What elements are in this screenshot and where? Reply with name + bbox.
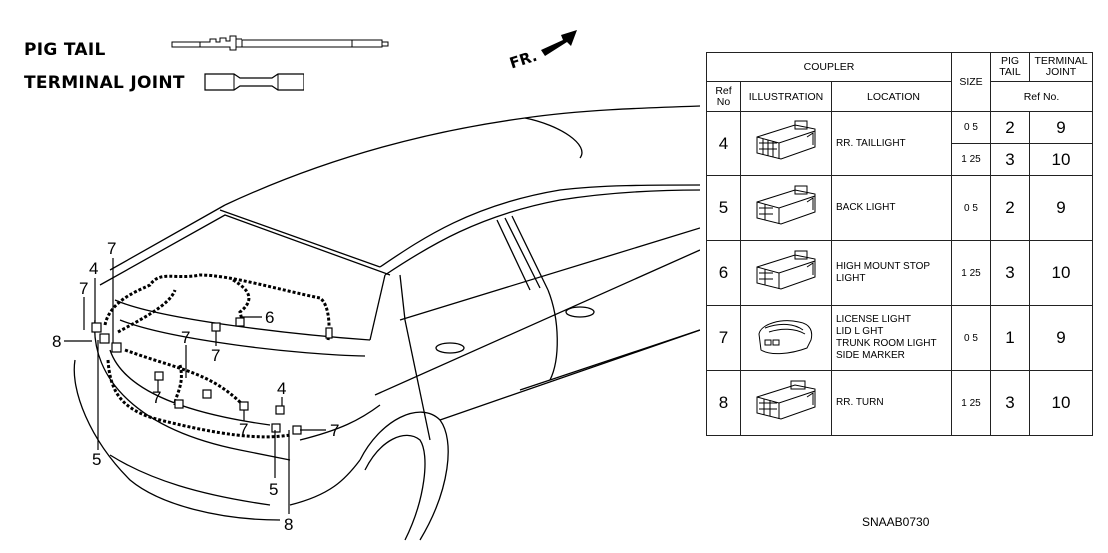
terminal-joint-ref: 9	[1029, 111, 1093, 144]
terminal-joint-icon	[204, 73, 304, 91]
location-text: RR. TAILLIGHT	[831, 111, 952, 176]
terminal-joint-ref: 10	[1029, 143, 1093, 176]
table-row: 5 BACK LIGHT 0 5 2 9	[706, 175, 1093, 241]
car-harness-diagram	[64, 105, 700, 541]
diagram-code: SNAAB0730	[862, 515, 930, 529]
ref-number: 5	[706, 175, 741, 241]
callout-number: 7	[152, 388, 162, 407]
terminal-joint-ref: 10	[1029, 370, 1093, 436]
pig-tail-ref: 2	[990, 175, 1030, 241]
pig-tail-legend-label: PIG TAIL	[24, 40, 106, 60]
size-value: 1 25	[951, 143, 991, 176]
connector-3pin-icon	[740, 370, 832, 436]
connectors	[91, 317, 333, 435]
table-row: 1 25 3 10	[707, 143, 1093, 176]
callout-leaders	[64, 258, 326, 514]
callout-number: 4	[89, 259, 99, 278]
callout-number: 7	[79, 279, 89, 298]
terminal-joint-ref: 9	[1029, 175, 1093, 241]
wire-harness	[103, 273, 331, 439]
header-pig-tail: PIG TAIL	[990, 52, 1030, 82]
connector-2pin-icon	[740, 240, 832, 306]
callout-number: 5	[269, 480, 279, 499]
callout-number: 5	[92, 450, 102, 469]
size-value: 1 25	[951, 370, 991, 436]
size-value: 0 5	[951, 305, 991, 371]
location-text: RR. TURN	[831, 370, 952, 436]
car-body-outline	[73, 105, 700, 541]
connector-2pin-icon	[740, 175, 832, 241]
header-size: SIZE	[951, 52, 991, 112]
front-arrow-icon	[541, 30, 577, 56]
fr-label: FR.	[507, 47, 539, 73]
size-value: 0 5	[951, 175, 991, 241]
header-terminal-joint: TERMINAL JOINT	[1029, 52, 1093, 82]
header-ref-no: Ref No	[706, 81, 741, 112]
ref-number: 7	[706, 305, 741, 371]
callout-number: 8	[52, 332, 62, 351]
callout-number: 7	[107, 239, 117, 258]
header-location: LOCATION	[831, 81, 952, 112]
table-row: 4 RR. TAILLIGHT 0 5 2 9	[706, 111, 1093, 176]
ref-number: 6	[706, 240, 741, 306]
size-value: 1 25	[951, 240, 991, 306]
connector-round-2pin-icon	[740, 305, 832, 371]
pig-tail-ref: 1	[990, 305, 1030, 371]
pig-tail-icon	[171, 35, 389, 51]
callout-number: 7	[211, 346, 221, 365]
location-text: BACK LIGHT	[831, 175, 952, 241]
pig-tail-ref: 2	[990, 111, 1030, 144]
pig-tail-ref: 3	[990, 370, 1030, 436]
callout-number: 4	[277, 379, 287, 398]
coupler-table: COUPLER SIZE PIG TAIL TERMINAL JOINT Ref…	[706, 52, 1093, 436]
pig-tail-ref: 3	[990, 143, 1030, 176]
header-ref-no-group: Ref No.	[990, 81, 1093, 112]
callout-number: 8	[284, 515, 294, 534]
ref-number: 4	[706, 111, 741, 176]
terminal-joint-legend-label: TERMINAL JOINT	[24, 73, 185, 93]
terminal-joint-ref: 10	[1029, 240, 1093, 306]
terminal-joint-ref: 9	[1029, 305, 1093, 371]
header-coupler: COUPLER	[706, 52, 952, 82]
connector-4pin-icon	[740, 111, 832, 176]
table-row: 8 RR. TURN 1 25 3 10	[706, 370, 1093, 436]
front-direction-indicator: FR.	[507, 30, 577, 73]
callout-number: 7	[181, 328, 191, 347]
callout-number: 7	[330, 421, 340, 440]
callout-number: 6	[265, 308, 275, 327]
size-value: 0 5	[951, 111, 991, 144]
header-illustration: ILLUSTRATION	[740, 81, 832, 112]
pig-tail-ref: 3	[990, 240, 1030, 306]
ref-number: 8	[706, 370, 741, 436]
callout-number: 7	[239, 420, 249, 439]
